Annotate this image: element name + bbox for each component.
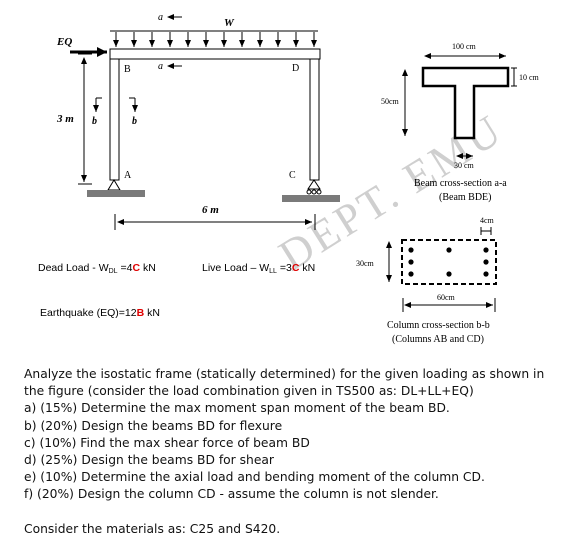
- live-load-text: Live Load – WLL =3C kN: [202, 262, 315, 275]
- node-a-label: A: [124, 170, 132, 181]
- beam-section-subtitle: (Beam BDE): [439, 192, 492, 203]
- question-item-f: f) (20%) Design the column CD - assume t…: [24, 487, 439, 502]
- support-c: [282, 179, 340, 202]
- column-rebars: [408, 247, 489, 277]
- span-label: 6 m: [202, 204, 219, 216]
- dead-load-text: Dead Load - WDL =4C kN: [38, 262, 156, 275]
- question-item-a: a) (15%) Determine the max moment span m…: [24, 401, 450, 416]
- column-ab: [109, 58, 120, 181]
- beam-web-label: 30 cm: [454, 161, 475, 170]
- structural-figure: W a a EQ B D A C 3 m b b 6 m: [38, 12, 540, 345]
- beam-height-label: 50cm: [381, 97, 400, 106]
- column-cover-label: 4cm: [480, 216, 495, 225]
- question-materials: Consider the materials as: C25 and S420.: [24, 521, 281, 536]
- distributed-load-w: [110, 30, 318, 47]
- column-section-subtitle: (Columns AB and CD): [392, 334, 484, 345]
- question-item-b: b) (20%) Design the beams BD for flexure: [24, 418, 283, 433]
- beam-width-label: 100 cm: [452, 42, 477, 51]
- rebar-dot: [408, 259, 414, 265]
- rebar-dot: [483, 247, 489, 253]
- section-b-mark-right: [129, 97, 138, 112]
- column-height-label: 30cm: [356, 259, 375, 268]
- section-a-label-top: a: [158, 12, 163, 23]
- column-cd: [309, 58, 320, 181]
- height-label: 3 m: [56, 113, 74, 125]
- question-intro: Analyze the isostatic frame (statically …: [24, 367, 545, 399]
- rebar-dot: [408, 247, 414, 253]
- section-b-mark-left: [93, 97, 102, 112]
- eq-label: EQ: [56, 36, 72, 48]
- earthquake-load-text: Earthquake (EQ)=12B kN: [40, 307, 160, 319]
- question-item-c: c) (10%) Find the max shear force of bea…: [24, 435, 310, 450]
- beam-flange-label: 10 cm: [519, 73, 540, 82]
- rebar-dot: [483, 259, 489, 265]
- question-text: Analyze the isostatic frame (statically …: [24, 366, 564, 538]
- column-section-title: Column cross-section b-b: [387, 320, 490, 331]
- rebar-dot: [446, 247, 452, 253]
- section-a-label-bottom: a: [158, 61, 163, 72]
- question-item-d: d) (25%) Design the beams BD for shear: [24, 453, 274, 468]
- section-b-label-left: b: [92, 116, 97, 127]
- load-w-label: W: [224, 17, 235, 29]
- beam-section-title: Beam cross-section a-a: [414, 178, 507, 189]
- node-b-label: B: [124, 64, 131, 75]
- column-section: [401, 239, 497, 285]
- beam-t-section: [421, 66, 510, 140]
- rebar-dot: [408, 271, 414, 277]
- question-item-e: e) (10%) Determine the axial load and be…: [24, 470, 485, 485]
- section-b-label-right: b: [132, 116, 137, 127]
- beam-bd: [109, 48, 321, 60]
- support-a: [87, 179, 145, 197]
- load-arrows: [113, 32, 317, 47]
- node-d-label: D: [292, 63, 299, 74]
- rebar-dot: [483, 271, 489, 277]
- rebar-dot: [446, 271, 452, 277]
- node-c-label: C: [289, 170, 296, 181]
- column-width-label: 60cm: [437, 293, 456, 302]
